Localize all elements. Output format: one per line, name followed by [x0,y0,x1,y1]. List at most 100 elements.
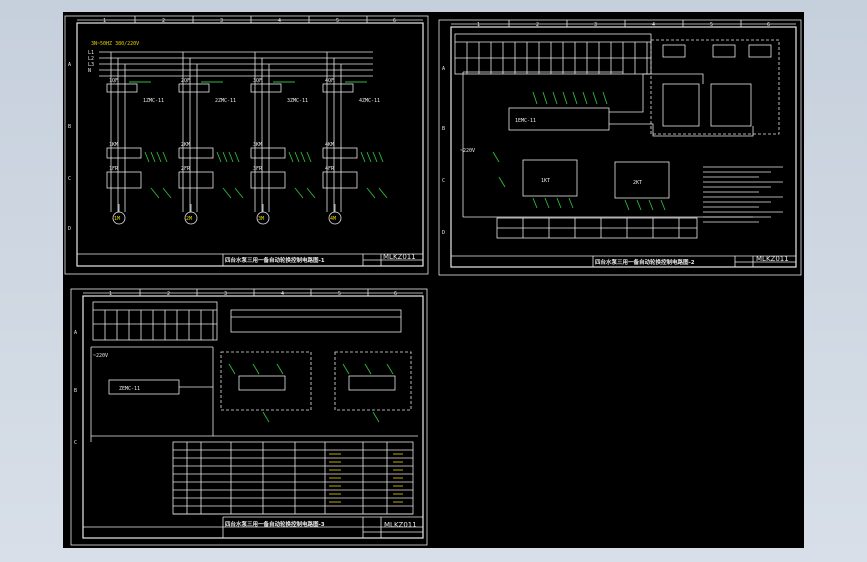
aux-contact [144,151,150,163]
control-contact [636,199,642,211]
sheet3-col-6: 6 [394,291,397,297]
aux-contact [294,187,304,199]
sheet2-row-a: A [442,66,445,72]
phase-l3: L3 [88,62,94,68]
sheet2-col-2: 2 [536,22,539,28]
sheet1-col-6: 6 [393,18,396,24]
relay-label: 3FR [253,166,263,172]
aux-contact [360,151,366,163]
sheet3-title: 四台水泵三用一备自动轮换控制电路图-3 [225,520,325,528]
aux-contact [234,187,244,199]
relay-box [238,375,286,391]
control-contact [276,363,284,375]
sheet3-col-3: 3 [224,291,227,297]
contactor-label: 3KM [253,142,262,148]
breaker-box [322,83,354,93]
sheet2-row-d: D [442,230,445,236]
aux-contact [372,151,378,163]
control-contact [660,199,666,211]
aux-contact [150,151,156,163]
sheet2-voltage-label: ~220V [460,148,475,154]
contactor-label: 2KM [181,142,190,148]
sheet1-row-d: D [68,226,71,232]
sheet1-row-b: B [68,124,71,130]
sheet1-col-4: 4 [278,18,281,24]
control-contact [542,91,548,105]
control-contact [572,91,578,105]
sheet1-col-2: 2 [162,18,165,24]
sheet3-table-frame [92,301,218,341]
sheet2-title: 四台水泵三用一备自动轮换控制电路图-2 [595,258,695,266]
parts-table-frame [172,441,414,515]
aux-contact [366,187,376,199]
control-contact [568,197,574,209]
relay-box [348,375,396,391]
cad-drawing: 1 2 3 4 5 6 A B C D 3N~50HZ 380/220V L1 … [64,15,802,546]
control-contact [602,91,608,105]
aux-contact [300,151,306,163]
sheet1-row-c: C [68,176,71,182]
contactor-box [322,147,358,159]
control-contact [492,151,500,163]
sheet3-device-label: ZEMC-11 [119,386,140,392]
control-contact [544,197,550,209]
phase-n: N [88,68,91,74]
sheet1-supply-label: 3N~50HZ 380/220V [91,41,139,47]
aux-contact [222,151,228,163]
aux-contact [366,151,372,163]
control-contact [592,91,598,105]
aux-contact [162,187,172,199]
relay-label: 1FR [109,166,119,172]
relay-box [322,171,358,189]
breaker-box [250,83,282,93]
sheet-1: 1 2 3 4 5 6 A B C D 3N~50HZ 380/220V L1 … [64,15,429,275]
control-contact [252,363,260,375]
control-contact [582,91,588,105]
control-contact [556,197,562,209]
contactor-label: 4KM [325,142,334,148]
aux-contact [216,151,222,163]
relay-label: 2FR [181,166,191,172]
sheet2-col-1: 1 [477,22,480,28]
sheet3-drawing-no: MLKZ011 [384,521,417,529]
panel-code: 2ZMC-11 [215,98,236,104]
breaker-box [178,83,210,93]
sheet3-row-b: B [74,388,77,394]
contactor-box [178,147,214,159]
relay-box [178,171,214,189]
sheet2-col-5: 5 [710,22,713,28]
breaker-label: 3QF [253,78,262,84]
aux-contact [378,187,388,199]
aux-contact [306,187,316,199]
sheet2-table-frame [454,33,652,75]
contactor-box [106,147,142,159]
control-contact [498,176,506,188]
sheet1-title: 四台水泵三用一备自动轮换控制电路图-1 [225,256,325,264]
sheet2-row-b: B [442,126,445,132]
aux-contact [234,151,240,163]
aux-contact [162,151,168,163]
control-contact [372,411,380,423]
sheet1-row-a: A [68,62,71,68]
sheet3-col-2: 2 [167,291,170,297]
aux-contact [288,151,294,163]
control-contact [386,363,394,375]
panel-code: 1ZMC-11 [143,98,164,104]
contactor-label: 1KM [109,142,118,148]
aux-contact [306,151,312,163]
breaker-label: 1QF [109,78,118,84]
sheet3-row-c: C [74,440,77,446]
sheet-3: 1 2 3 4 5 6 A B C ZEMC-11 ~220V 四台水泵三用一备… [70,288,428,546]
motor-label: 2M [186,216,192,222]
breaker-label: 2QF [181,78,190,84]
sheet2-col-4: 4 [652,22,655,28]
sheet3-voltage-label: ~220V [93,353,108,359]
relay-box [106,171,142,189]
sheet1-drawing-no: MLKZ011 [383,253,416,261]
sheet3-col-1: 1 [109,291,112,297]
contactor-box [250,147,286,159]
motor-label: 1M [114,216,120,222]
sheet-2: 1 2 3 4 5 6 A B C D 1EMC-11 ~220V 1KT 2K… [438,19,802,276]
aux-contact [228,151,234,163]
sheet1-col-3: 3 [220,18,223,24]
